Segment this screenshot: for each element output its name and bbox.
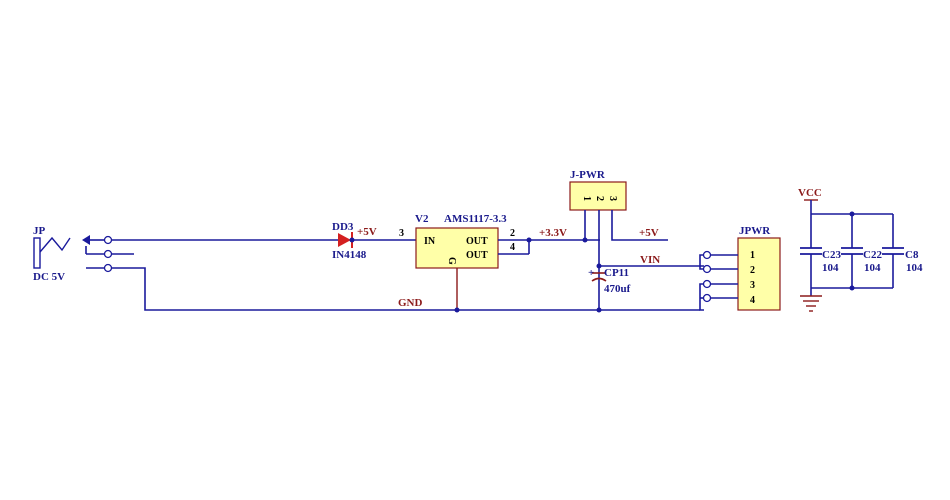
cp11-value-label: 470uf	[604, 283, 631, 295]
ground-symbol	[800, 295, 822, 312]
vcc-symbol	[804, 199, 818, 214]
capacitor-c22	[841, 214, 863, 288]
regulator-v2	[415, 227, 499, 269]
capacitor-c8	[882, 214, 904, 288]
jp-ref-label: JP	[33, 225, 46, 237]
c23-value-label: 104	[822, 262, 839, 274]
jpwr-pin-circles	[699, 250, 738, 311]
v2-pin-num-out: 2	[510, 228, 515, 239]
v2-pin-in-label: IN	[424, 236, 436, 247]
v2-pin-num-in: 3	[399, 228, 404, 239]
jpwr-pin2: 2	[750, 265, 755, 276]
jpwr-ref-label: JPWR	[739, 225, 771, 237]
header-jpwr	[737, 237, 781, 311]
v2-pin-out1-label: OUT	[466, 236, 488, 247]
dd3-ref-label: DD3	[332, 221, 354, 233]
dd3-value-label: IN4148	[332, 249, 367, 261]
cp11-ref-label: CP11	[604, 267, 629, 279]
c23-ref-label: C23	[822, 249, 841, 261]
junction-3v3	[582, 237, 588, 243]
jpwr-pin3: 3	[750, 280, 755, 291]
junction-out	[526, 237, 532, 243]
net-vin: VIN	[640, 254, 660, 266]
net-plus3v3: +3.3V	[539, 227, 567, 239]
dc-jack-jp	[33, 235, 113, 273]
jpwr-pin1: 1	[750, 250, 755, 261]
net-vcc: VCC	[798, 187, 822, 199]
jp-value-label: DC 5V	[33, 271, 65, 283]
j-pwr-pin3: 3	[607, 196, 618, 201]
c8-ref-label: C8	[905, 249, 919, 261]
j-pwr-pin2: 2	[594, 196, 605, 201]
capacitor-c23	[800, 214, 822, 296]
header-j-pwr	[569, 181, 627, 211]
cp11-polarity: +	[588, 267, 594, 279]
v2-value-label: AMS1117-3.3	[444, 213, 507, 225]
j-pwr-ref-label: J-PWR	[570, 169, 606, 181]
wire-jpwr-pin3	[611, 210, 668, 241]
net-plus5v-a: +5V	[357, 226, 377, 238]
c8-value-label: 104	[906, 262, 923, 274]
v2-ref-label: V2	[415, 213, 429, 225]
junction-v2-gnd	[454, 307, 460, 313]
j-pwr-pin1: 1	[581, 196, 592, 201]
net-gnd: GND	[398, 297, 423, 309]
c22-value-label: 104	[864, 262, 881, 274]
v2-pin-g-label: G	[446, 257, 457, 265]
jpwr-pin4: 4	[750, 295, 755, 306]
net-plus5v-b: +5V	[639, 227, 659, 239]
c22-ref-label: C22	[863, 249, 882, 261]
v2-pin-num-out2: 4	[510, 242, 515, 253]
v2-pin-out2-label: OUT	[466, 250, 488, 261]
wire-gnd-bus	[112, 267, 700, 311]
